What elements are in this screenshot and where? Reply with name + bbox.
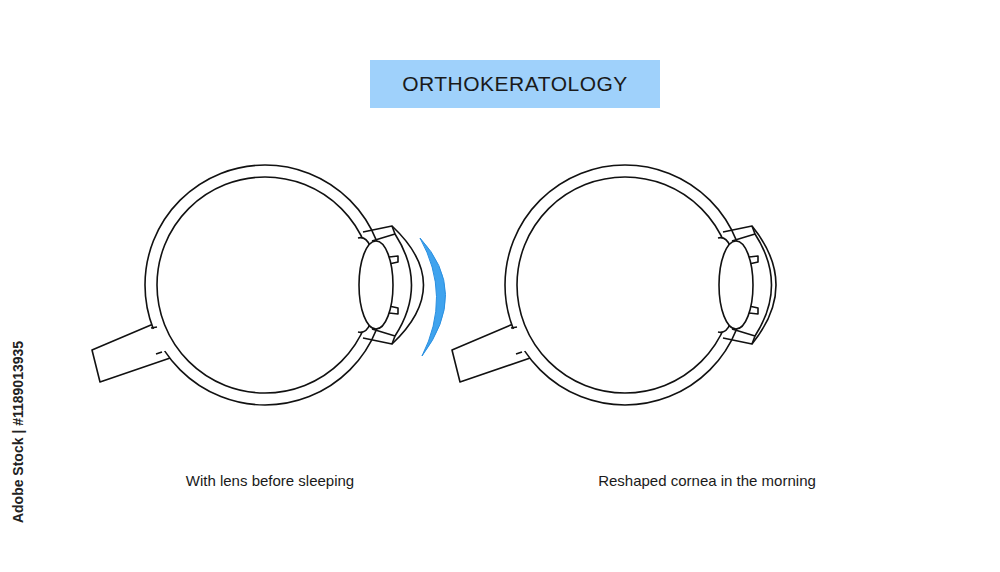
ortho-k-lens bbox=[420, 238, 446, 356]
title-banner: ORTHOKERATOLOGY bbox=[370, 60, 660, 108]
caption-text: Reshaped cornea in the morning bbox=[598, 472, 816, 489]
caption-text: With lens before sleeping bbox=[186, 472, 354, 489]
cornea bbox=[392, 226, 424, 344]
reshaped-cornea bbox=[752, 226, 776, 344]
watermark-text: Adobe Stock | #1189013935 bbox=[10, 341, 26, 523]
eye-reshaped bbox=[452, 165, 776, 405]
eye-with-lens bbox=[92, 165, 446, 405]
